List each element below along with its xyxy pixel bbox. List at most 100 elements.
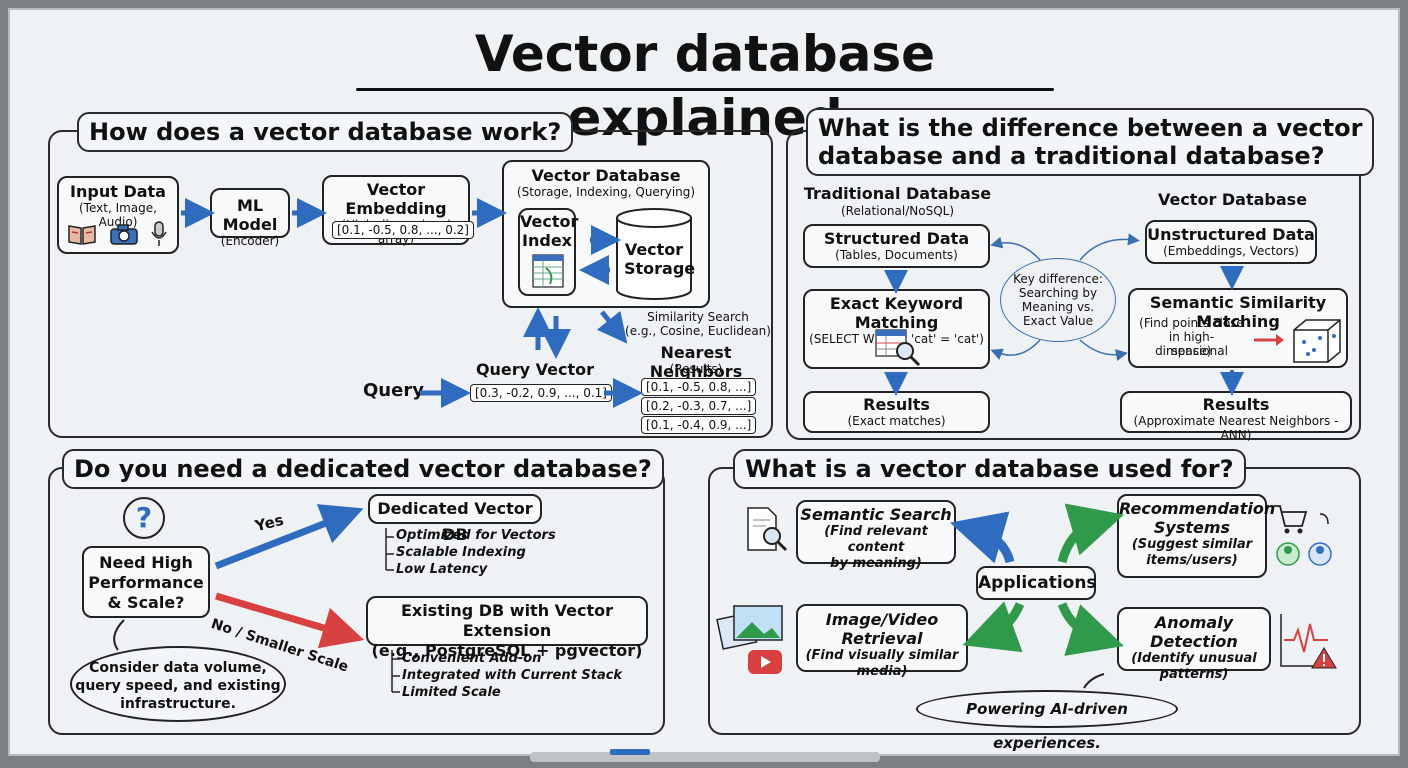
existing-item-2: Integrated with Current Stack bbox=[402, 668, 623, 683]
vector-database-sub: (Storage, Indexing, Querying) bbox=[516, 185, 696, 199]
traditional-db-title: Traditional Database bbox=[803, 184, 992, 203]
existing-db-box: Existing DB with Vector Extension (e.g.,… bbox=[366, 596, 648, 660]
consider-speech-bubble: Consider data volume, query speed, and e… bbox=[70, 646, 286, 722]
input-data-title: Input Data bbox=[70, 182, 166, 201]
vector-index-label: Vector Index bbox=[520, 212, 579, 250]
traditional-db-sub: (Relational/NoSQL) bbox=[840, 204, 954, 218]
microphone-icon bbox=[151, 221, 167, 246]
panel-title-need-dedicated: Do you need a dedicated vector database? bbox=[62, 449, 664, 489]
keyword-matching-title: Exact Keyword Matching bbox=[829, 294, 964, 332]
unstructured-data-title: Unstructured Data bbox=[1147, 225, 1315, 244]
structured-data-box: Structured Data (Tables, Documents) bbox=[803, 224, 990, 268]
semantic-search-box: Semantic Search (Find relevant content b… bbox=[796, 500, 956, 571]
similarity-search-text: Similarity Search (e.g., Cosine, Euclide… bbox=[618, 310, 778, 338]
camera-icon bbox=[110, 224, 138, 245]
trad-results-title: Results bbox=[863, 395, 930, 414]
trad-results-box: Results (Exact matches) bbox=[803, 391, 990, 433]
recommend-line2: Systems bbox=[1153, 518, 1231, 537]
existing-list: Convenient Add-on Integrated with Curren… bbox=[402, 651, 622, 702]
decision-line1: Need High bbox=[99, 553, 193, 572]
ml-model-sub: (Encoder) bbox=[220, 234, 280, 248]
vector-space-cube-icon bbox=[1254, 319, 1341, 363]
panel-title-used-for: What is a vector database used for? bbox=[733, 449, 1246, 489]
image-retrieval-line2: media) bbox=[856, 664, 908, 679]
key-difference-ellipse: Key difference: Searching by Meaning vs.… bbox=[1000, 258, 1116, 342]
nearest-neighbors-sub: (Results) bbox=[669, 362, 723, 376]
image-retrieval-line1: (Find visually similar bbox=[805, 648, 959, 663]
cart-users-icon bbox=[1274, 505, 1332, 566]
anomaly-title: Anomaly Detection bbox=[1150, 613, 1238, 651]
semantic-line1: (Find points close bbox=[1139, 316, 1244, 330]
consider-line1: Consider data volume, bbox=[89, 660, 267, 676]
key-line4: Exact Value bbox=[1022, 314, 1094, 328]
dedicated-item-3: Low Latency bbox=[396, 562, 488, 577]
key-line3: Meaning vs. bbox=[1021, 300, 1095, 314]
key-line1: Key difference: bbox=[1013, 272, 1103, 286]
similarity-line1: Similarity Search bbox=[647, 310, 749, 324]
decision-line3: & Scale? bbox=[107, 593, 185, 612]
recommend-line4: items/users) bbox=[1146, 553, 1238, 568]
unstructured-data-sub: (Embeddings, Vectors) bbox=[1163, 244, 1299, 258]
structured-data-title: Structured Data bbox=[823, 229, 970, 248]
ml-model-box: ML Model (Encoder) bbox=[210, 188, 290, 248]
existing-sub: (e.g., PostgreSQL + pgvector) bbox=[371, 641, 643, 660]
dedicated-vector-db-box: Dedicated Vector DB bbox=[368, 494, 542, 544]
recommend-line1: Recommendation bbox=[1119, 499, 1276, 518]
dedicated-title: Dedicated Vector DB bbox=[377, 499, 533, 544]
ml-model-title: ML Model bbox=[222, 196, 278, 234]
anomaly-chart-icon bbox=[1280, 614, 1337, 669]
panel-title-difference: What is the difference between a vector … bbox=[806, 108, 1375, 176]
anomaly-line2: patterns) bbox=[1159, 667, 1229, 682]
applications-box: Applications bbox=[976, 566, 1097, 600]
decision-box: Need High Performance & Scale? bbox=[82, 546, 210, 618]
question-mark-icon: ? bbox=[123, 497, 165, 539]
result-vector-2: [0.2, -0.3, 0.7, ...] bbox=[641, 397, 757, 415]
existing-item-1: Convenient Add-on bbox=[402, 651, 542, 666]
applications-label: Applications bbox=[978, 573, 1097, 593]
vector-embedding-box: Vector Embedding (High-dimensional array… bbox=[322, 175, 474, 246]
vector-db-title: Vector Database bbox=[1157, 190, 1308, 209]
image-retrieval-title: Image/Video Retrieval bbox=[825, 610, 939, 648]
marker-tray bbox=[530, 752, 880, 762]
structured-data-sub: (Tables, Documents) bbox=[835, 248, 958, 262]
consider-line3: infrastructure. bbox=[120, 696, 236, 712]
embedding-vector: [0.1, -0.5, 0.8, ..., 0.2] bbox=[332, 221, 474, 239]
vdb-results-box: Results (Approximate Nearest Neighbors -… bbox=[1120, 391, 1352, 442]
semantic-line3: space) bbox=[1171, 344, 1212, 358]
unstructured-data-box: Unstructured Data (Embeddings, Vectors) bbox=[1145, 220, 1317, 264]
result-vector-3: [0.1, -0.4, 0.9, ...] bbox=[641, 416, 757, 434]
vector-index-box: Vector Index bbox=[518, 208, 579, 296]
existing-item-3: Limited Scale bbox=[402, 685, 501, 700]
powering-speech-bubble: Powering AI-driven experiences. bbox=[916, 690, 1178, 752]
input-data-box: Input Data (Text, Image, Audio) bbox=[57, 176, 179, 254]
query-vector: [0.3, -0.2, 0.9, ..., 0.1] bbox=[470, 384, 612, 402]
query-vector-title: Query Vector bbox=[475, 360, 595, 379]
semantic-line2: in high-dimensional bbox=[1155, 330, 1228, 358]
difference-title-line1: What is the difference between a vector bbox=[818, 114, 1363, 142]
photos-video-icon bbox=[716, 605, 783, 674]
table-search-icon bbox=[875, 329, 921, 367]
result-vector-1: [0.1, -0.5, 0.8, ...] bbox=[641, 378, 757, 396]
consider-line2: query speed, and existing bbox=[75, 678, 281, 694]
panel-title-how-it-works: How does a vector database work? bbox=[77, 112, 574, 152]
anomaly-detection-box: Anomaly Detection (Identify unusual patt… bbox=[1117, 607, 1271, 682]
key-line2: Searching by bbox=[1018, 286, 1098, 300]
image-retrieval-box: Image/Video Retrieval (Find visually sim… bbox=[796, 604, 968, 679]
book-icon bbox=[68, 225, 96, 245]
anomaly-line1: (Identify unusual bbox=[1131, 651, 1257, 666]
storage-cylinder-icon bbox=[616, 208, 692, 300]
powering-text: Powering AI-driven experiences. bbox=[966, 700, 1128, 752]
marker bbox=[610, 749, 650, 755]
nearest-neighbors-title: Nearest Neighbors bbox=[649, 343, 743, 381]
similarity-line2: (e.g., Cosine, Euclidean) bbox=[625, 324, 771, 338]
vector-database-title: Vector Database bbox=[531, 166, 681, 185]
difference-title-line2: database and a traditional database? bbox=[818, 142, 1325, 170]
dedicated-item-2: Scalable Indexing bbox=[396, 545, 526, 560]
dedicated-list: Optimized for Vectors Scalable Indexing … bbox=[396, 528, 556, 579]
vector-storage-label: Vector Storage bbox=[624, 240, 696, 278]
